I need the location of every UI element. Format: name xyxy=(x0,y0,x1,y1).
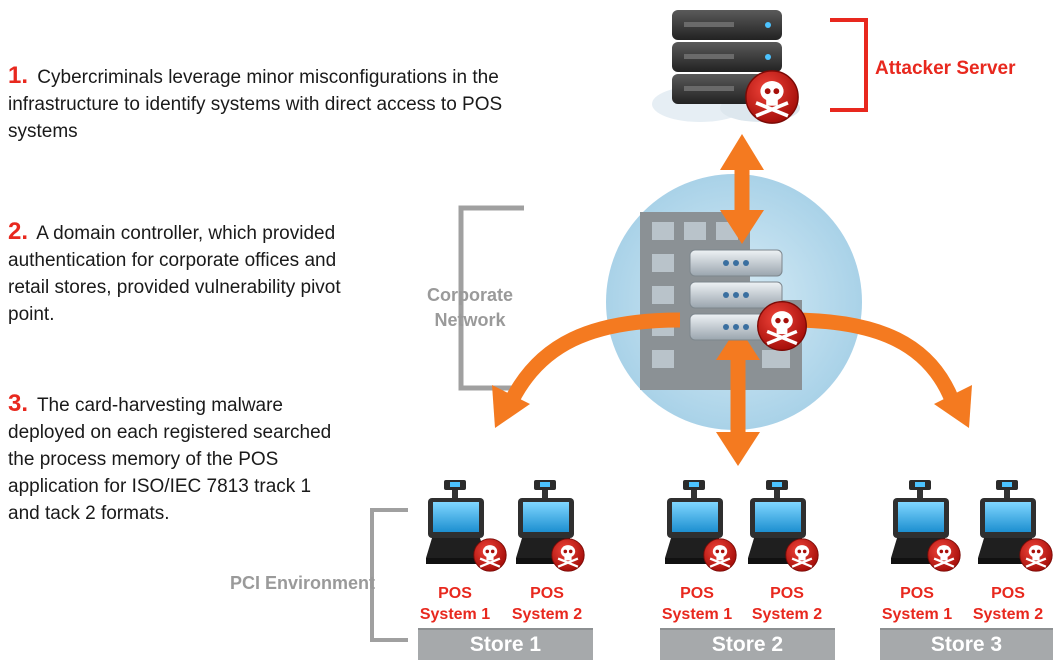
store-2-pos-1-label: POS System 1 xyxy=(661,585,733,623)
store-3-pos-1-label: POS System 1 xyxy=(881,585,953,623)
step-1-number: 1. xyxy=(8,62,29,89)
pos-terminals xyxy=(426,480,1053,573)
store-1-bar: Store 1 xyxy=(418,628,593,660)
step-3: 3. The card-harvesting malware deployed … xyxy=(8,390,338,527)
store-1-pos-2-label: POS System 2 xyxy=(511,585,583,623)
step-2-text: A domain controller, which provided auth… xyxy=(8,223,341,325)
corporate-network-label: Corporate Network xyxy=(426,285,513,330)
store-2-bar: Store 2 xyxy=(660,628,835,660)
step-1: 1. Cybercriminals leverage minor misconf… xyxy=(8,62,553,145)
store-3-pos-2-label: POS System 2 xyxy=(972,585,1044,623)
store-2-pos-2-label: POS System 2 xyxy=(751,585,823,623)
step-3-number: 3. xyxy=(8,390,29,417)
store-3-bar: Store 3 xyxy=(880,628,1053,660)
step-3-text: The card-harvesting malware deployed on … xyxy=(8,395,332,524)
attacker-server-icon xyxy=(652,10,800,125)
step-2-number: 2. xyxy=(8,218,29,245)
pci-bracket xyxy=(370,508,408,642)
attacker-bracket xyxy=(830,18,868,112)
step-1-text: Cybercriminals leverage minor misconfigu… xyxy=(8,67,503,142)
domain-controller-icon xyxy=(689,249,808,352)
pci-environment-label: PCI Environment xyxy=(230,573,376,593)
attacker-server-label: Attacker Server xyxy=(875,58,1016,79)
store-1-pos-1-label: POS System 1 xyxy=(419,585,491,623)
step-2: 2. A domain controller, which provided a… xyxy=(8,218,348,328)
